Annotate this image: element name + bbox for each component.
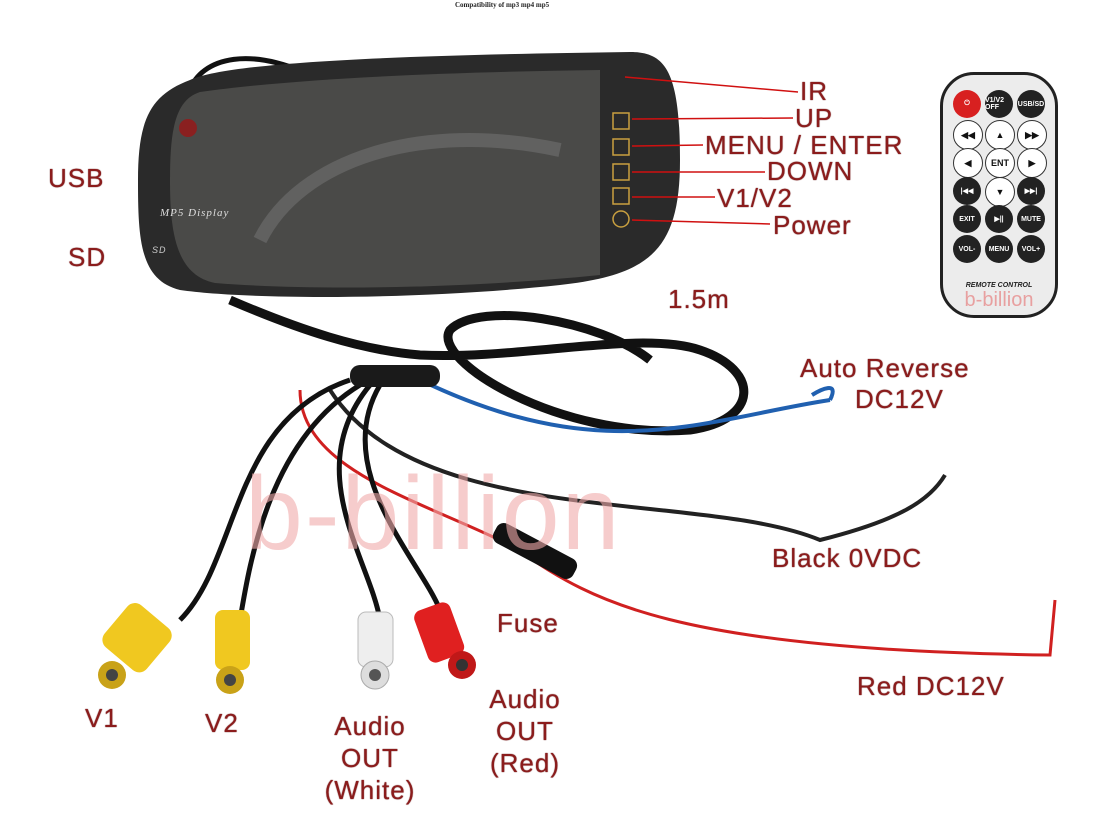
label-v1: V1	[85, 703, 119, 733]
remote-button: MENU	[985, 235, 1013, 263]
remote-button: |◀◀	[953, 177, 981, 205]
remote-button: ⏻	[953, 90, 981, 118]
label-line: (Red)	[489, 748, 560, 778]
label-sd: SD	[68, 242, 107, 272]
watermark: b-billion	[245, 456, 622, 572]
label-down: DOWN	[767, 156, 854, 186]
label-v2: V2	[205, 708, 239, 738]
label-power: Power	[773, 210, 852, 240]
rca-v1	[98, 603, 172, 689]
label-black-wire: Black 0VDC	[772, 543, 923, 573]
label-menu-enter: MENU / ENTER	[705, 130, 904, 160]
remote-caption: REMOTE CONTROL	[965, 282, 1033, 289]
label-line: (White)	[324, 775, 416, 805]
remote-button: ▼	[985, 177, 1015, 207]
label-cable-length: 1.5m	[668, 284, 730, 314]
label-line: OUT	[341, 743, 399, 773]
label-ir: IR	[800, 76, 828, 106]
remote-button: VOL+	[1017, 235, 1045, 263]
rca-red	[414, 602, 476, 679]
label-red-wire: Red DC12V	[857, 671, 1005, 701]
remote-brand: b-billion	[964, 289, 1034, 311]
remote-button: ▲	[985, 120, 1015, 150]
rca-v2	[215, 610, 250, 694]
remote-button: VOL-	[953, 235, 981, 263]
page-title: Compatibility of mp3 mp4 mp5	[455, 1, 550, 9]
remote-button: USB/SD	[1017, 90, 1045, 118]
label-line: Audio	[334, 711, 406, 741]
remote-button: ▶▶|	[1017, 177, 1045, 205]
label-fuse: Fuse	[497, 608, 559, 638]
remote-button: ◀	[953, 148, 983, 178]
remote-button: ▶||	[985, 205, 1013, 233]
rca-white	[357, 611, 394, 690]
label-auto-reverse-voltage: DC12V	[855, 384, 944, 414]
remote-button: ◀◀	[953, 120, 983, 150]
remote-button: EXIT	[953, 205, 981, 233]
sd-logo: SD	[152, 245, 167, 255]
label-line: Audio	[489, 684, 561, 714]
label-auto-reverse: Auto Reverse	[800, 353, 970, 383]
remote-button: ▶▶	[1017, 120, 1047, 150]
remote-button: ▶	[1017, 148, 1047, 178]
label-line: OUT	[496, 716, 554, 746]
remote-button: V1/V2 OFF	[985, 90, 1013, 118]
remote-button: ENT	[985, 148, 1015, 178]
label-v1v2: V1/V2	[717, 183, 793, 213]
remote-button: MUTE	[1017, 205, 1045, 233]
mirror-screen-text: MP5 Display	[160, 207, 230, 219]
label-usb: USB	[48, 163, 105, 193]
label-up: UP	[795, 103, 834, 133]
